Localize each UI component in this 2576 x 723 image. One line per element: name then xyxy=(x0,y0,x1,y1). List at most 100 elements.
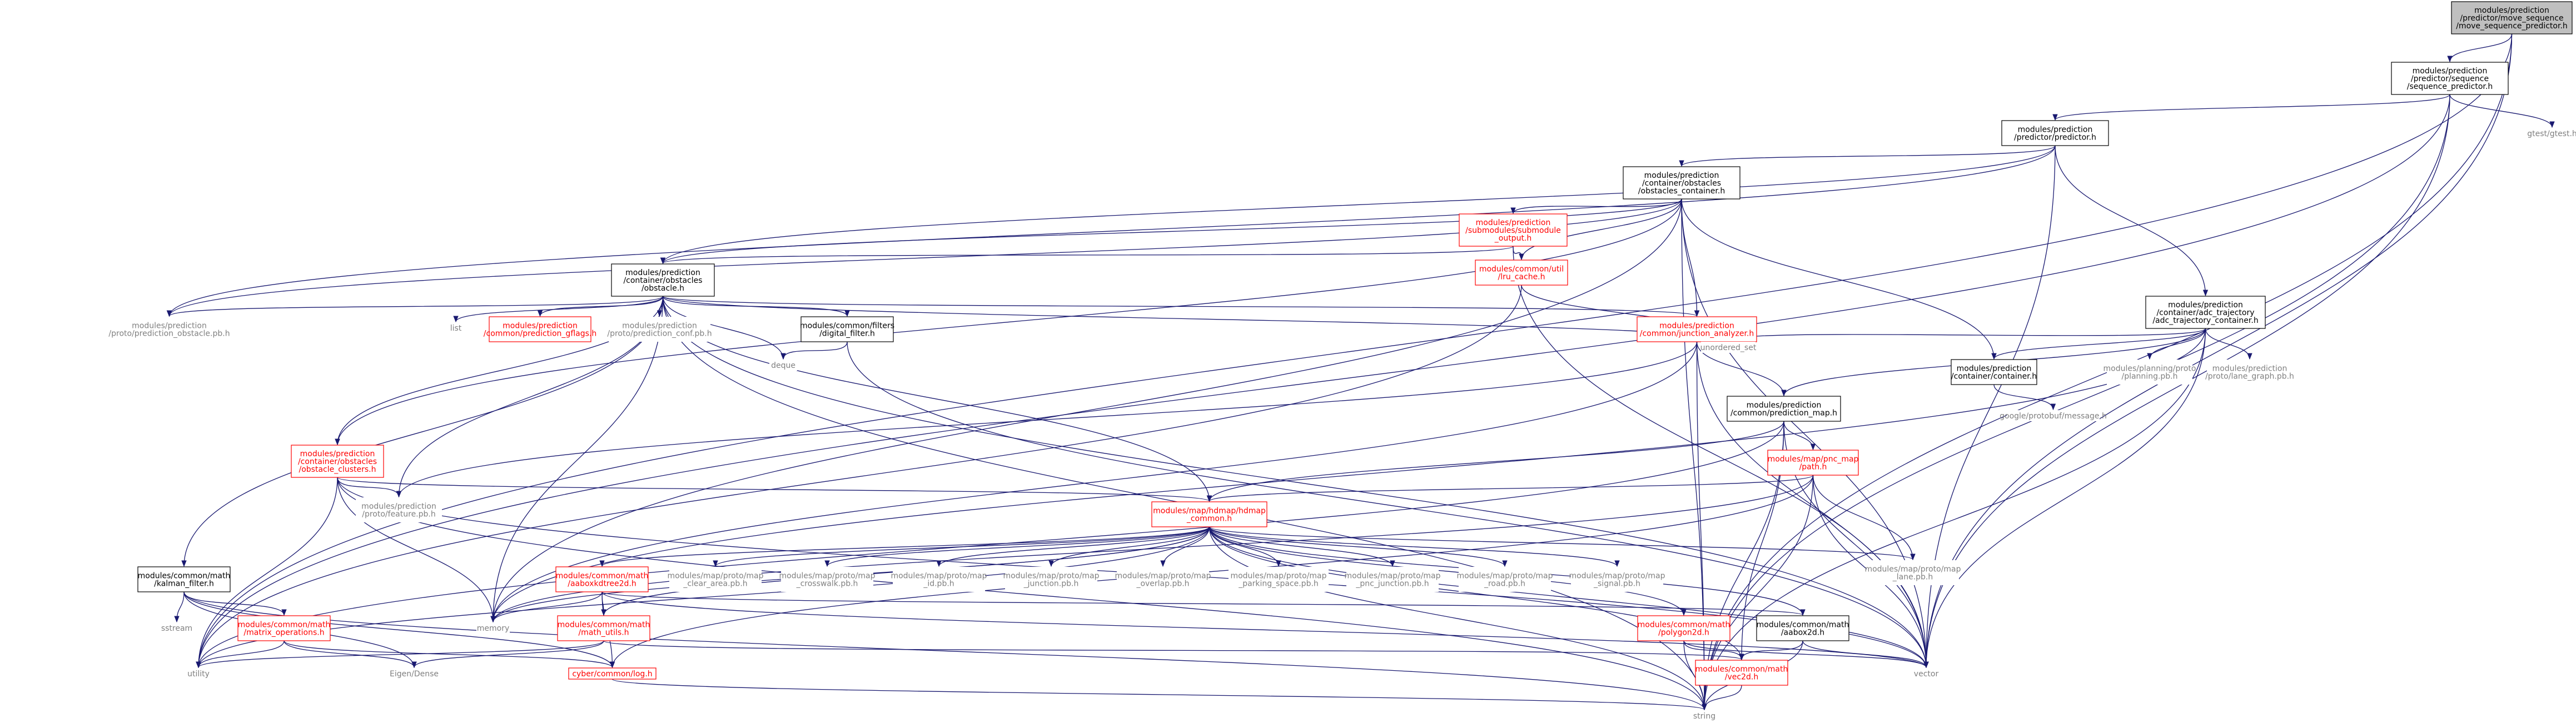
node-label-line: /submodules/submodule xyxy=(1465,226,1561,235)
node-gtest[interactable]: gtest/gtest.h xyxy=(2527,128,2576,139)
node-signal[interactable]: modules/map/proto/map_signal.pb.h xyxy=(1569,567,1665,592)
edge-adc-to-planning xyxy=(2147,328,2206,360)
node-mathutils[interactable]: modules/common/math/math_utils.h xyxy=(557,615,650,641)
edge-root-to-seq xyxy=(2447,33,2513,63)
node-label-line: /adc_trajectory_container.h xyxy=(2152,316,2258,325)
node-hdmap[interactable]: modules/map/hdmap/hdmap_common.h xyxy=(1151,501,1267,527)
edge-obscont-to-lru xyxy=(1519,198,1682,261)
node-memory[interactable]: memory xyxy=(476,622,510,634)
node-label-line: modules/prediction xyxy=(1476,218,1551,227)
node-parking[interactable]: modules/map/proto/map_parking_space.pb.h xyxy=(1229,567,1329,592)
node-label-line: modules/common/math xyxy=(556,572,649,581)
node-vec2d[interactable]: modules/common/math/vec2d.h xyxy=(1695,660,1788,686)
node-unordered[interactable]: unordered_set xyxy=(1700,342,1757,353)
node-box xyxy=(2145,296,2266,329)
node-clusters[interactable]: modules/prediction/container/obstacles/o… xyxy=(291,445,384,478)
edge-aabox-to-vector xyxy=(1802,640,1929,669)
node-junction[interactable]: modules/prediction/common/junction_analy… xyxy=(1637,316,1757,342)
node-obstacle[interactable]: modules/prediction/container/obstacles/o… xyxy=(611,263,715,297)
node-submod[interactable]: modules/prediction/submodules/submodule_… xyxy=(1459,213,1568,247)
node-label-line: /obstacle.h xyxy=(641,284,684,293)
node-aabox[interactable]: modules/common/math/aabox2d.h xyxy=(1756,615,1849,641)
edge-hdmap-to-junctionpb xyxy=(1048,526,1210,567)
edge-pred-to-obscont xyxy=(1679,145,2056,167)
edge-polygon-to-string xyxy=(1683,640,1707,711)
node-root[interactable]: modules/prediction/predictor/move_sequen… xyxy=(2451,1,2573,34)
node-string[interactable]: string xyxy=(1688,710,1721,721)
node-vector[interactable]: vector xyxy=(1909,668,1943,679)
edge-obstacle-to-junction xyxy=(662,296,1699,317)
node-road[interactable]: modules/map/proto/map_road.pb.h xyxy=(1456,567,1553,592)
node-log[interactable]: cyber/common/log.h xyxy=(568,667,657,680)
node-eigen[interactable]: Eigen/Dense xyxy=(390,668,439,679)
edge-junction-to-memory xyxy=(490,341,1698,623)
node-box xyxy=(1701,342,1756,353)
node-planning[interactable]: modules/planning/proto/planning.pb.h xyxy=(2103,360,2196,385)
node-predconf[interactable]: modules/prediction/proto/prediction_conf… xyxy=(607,317,712,342)
edge-container-to-pbmsg xyxy=(1993,384,2056,411)
node-obscont[interactable]: modules/prediction/container/obstacles/o… xyxy=(1623,166,1740,200)
node-pred[interactable]: modules/prediction/predictor/predictor.h xyxy=(2001,120,2109,146)
node-label-line: string xyxy=(1693,712,1715,721)
node-label-line: modules/common/math xyxy=(1695,665,1788,674)
node-box xyxy=(2001,120,2109,146)
node-list[interactable]: list xyxy=(446,322,465,333)
node-predmap[interactable]: modules/prediction/common/prediction_map… xyxy=(1727,396,1841,422)
node-filter[interactable]: modules/common/filters/digital_filter.h xyxy=(800,316,894,342)
node-label-line: /common/junction_analyzer.h xyxy=(1640,330,1754,338)
edge-hdmap-to-polygon xyxy=(1209,526,1687,616)
node-feature[interactable]: modules/prediction/proto/feature.pb.h xyxy=(356,497,442,522)
edge-hdmap-to-vector xyxy=(1209,526,1929,669)
node-pncjunction[interactable]: modules/map/proto/map_pnc_junction.pb.h xyxy=(1344,567,1441,592)
node-sstream[interactable]: sstream xyxy=(160,622,193,634)
node-pbmsg[interactable]: google/protobuf/message.h xyxy=(2000,410,2107,421)
node-overlap[interactable]: modules/map/proto/map_overlap.pb.h xyxy=(1115,567,1211,592)
node-kalman[interactable]: modules/common/math/kalman_filter.h xyxy=(137,566,231,592)
edge-filter-to-vector xyxy=(847,341,1929,669)
node-label-line: modules/map/proto/map xyxy=(1344,572,1440,581)
node-aaboxkd[interactable]: modules/common/math/aaboxkdtree2d.h xyxy=(555,566,649,592)
edge-pred-to-vector xyxy=(1923,145,2056,669)
node-deque[interactable]: deque xyxy=(769,360,797,371)
edge-root-to-vector xyxy=(1923,33,2513,669)
node-crosswalk[interactable]: modules/map/proto/map_crosswalk.pb.h xyxy=(779,567,876,592)
node-box xyxy=(611,263,715,297)
node-junctionpb[interactable]: modules/map/proto/map_junction.pb.h xyxy=(1003,567,1100,592)
node-container[interactable]: modules/prediction/container/container.h xyxy=(1951,359,2037,385)
node-predobs[interactable]: modules/prediction/proto/prediction_obst… xyxy=(107,317,232,342)
node-lane[interactable]: modules/map/proto/map_lane.pb.h xyxy=(1864,560,1961,585)
node-lru[interactable]: modules/common/util/lru_cache.h xyxy=(1475,260,1568,286)
edge-clusters-to-utility xyxy=(196,477,338,669)
node-label-line: _id.pb.h xyxy=(923,580,954,589)
node-utility[interactable]: utility xyxy=(182,668,215,679)
node-box xyxy=(390,668,438,679)
node-label-line: /path.h xyxy=(1799,463,1827,472)
edge-mathutils-to-vec2d xyxy=(603,640,1744,661)
edge-filter-to-deque xyxy=(780,341,848,360)
node-gflags[interactable]: modules/prediction/common/prediction_gfl… xyxy=(484,316,596,342)
node-label-line: deque xyxy=(771,361,795,370)
edge-pred-to-predobs xyxy=(167,145,2056,317)
node-seq[interactable]: modules/prediction/predictor/sequence/se… xyxy=(2391,62,2509,95)
node-box xyxy=(1623,166,1740,200)
node-label-line: _parking_space.pb.h xyxy=(1238,580,1319,589)
node-label-line: modules/common/math xyxy=(1757,621,1849,630)
edge-kalman-to-sstream xyxy=(174,591,185,623)
node-matrixops[interactable]: modules/common/math/matrix_operations.h xyxy=(237,615,331,641)
node-label-line: /predictor/predictor.h xyxy=(2014,133,2096,142)
node-adc[interactable]: modules/prediction/container/adc_traject… xyxy=(2145,296,2266,329)
node-polygon[interactable]: modules/common/math/polygon2d.h xyxy=(1637,615,1730,641)
edge-junction-to-feature xyxy=(396,341,1698,498)
node-box xyxy=(107,317,232,342)
node-pncpath[interactable]: modules/map/pnc_map/path.h xyxy=(1767,450,1859,476)
node-label-line: modules/map/proto/map xyxy=(1230,572,1326,581)
node-clear[interactable]: modules/map/proto/map_clear_area.pb.h xyxy=(667,567,764,592)
node-idpb[interactable]: modules/map/proto/map_id.pb.h xyxy=(891,567,987,592)
node-box xyxy=(609,317,710,342)
node-lanegraph[interactable]: modules/prediction/proto/lane_graph.pb.h xyxy=(2205,360,2294,385)
edge-pncpath-to-log xyxy=(609,475,1814,669)
node-box xyxy=(1117,567,1209,592)
edge-obstacle-to-kalman xyxy=(181,296,664,567)
node-label-line: /predictor/move_sequence xyxy=(2460,14,2563,23)
node-label-line: modules/prediction xyxy=(361,502,436,511)
